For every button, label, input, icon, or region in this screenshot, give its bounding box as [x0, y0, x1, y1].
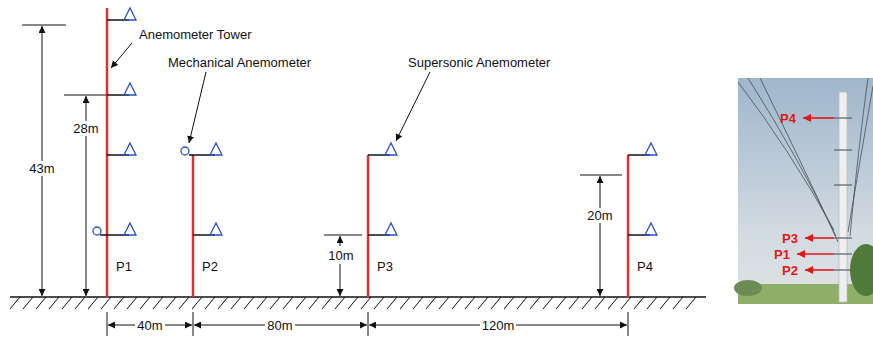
position-label: P2	[200, 259, 220, 274]
photo-tree	[734, 280, 762, 296]
dimension-tick	[324, 235, 362, 236]
anemometer-tower	[106, 8, 109, 297]
photo-pointers	[797, 118, 834, 270]
dimension-label: 40m	[135, 318, 164, 333]
ground	[10, 297, 706, 309]
arm	[189, 154, 193, 156]
arm	[100, 234, 107, 236]
dimension-line	[600, 176, 601, 296]
photo-tree	[850, 244, 873, 296]
mechanical-anemometer	[93, 227, 101, 235]
position-label: P3	[375, 259, 395, 274]
dimension-tick	[22, 25, 66, 26]
power-line	[850, 78, 868, 236]
supersonic-anemometer	[124, 8, 136, 20]
sensor-arm	[834, 184, 852, 185]
supersonic-anemometer	[210, 143, 222, 155]
leader-line	[396, 72, 430, 141]
photo-label: P2	[781, 263, 799, 278]
dimension-line	[340, 264, 341, 296]
arms	[100, 20, 650, 235]
supersonic-anemometer	[124, 83, 136, 95]
callout-text: Anemometer Tower	[137, 27, 253, 42]
power-lines	[738, 78, 873, 242]
photo-label: P3	[781, 231, 799, 246]
supersonic-anemometer	[124, 223, 136, 235]
sensor-arm	[834, 253, 852, 254]
dimension-line	[340, 236, 341, 246]
dimension-label: 10m	[326, 248, 355, 263]
site-photo	[734, 78, 873, 304]
supersonic-anemometer	[124, 143, 136, 155]
pointer-arrow	[805, 237, 834, 239]
supersonic-anemometer	[385, 223, 397, 235]
power-line	[748, 78, 836, 236]
power-line	[738, 82, 834, 230]
supersonic-anemometer	[645, 143, 657, 155]
power-line	[760, 78, 838, 242]
dimension-label: 43m	[27, 161, 56, 176]
mast	[627, 155, 630, 297]
leaders	[111, 43, 430, 143]
mechanical-anemometers	[93, 147, 189, 235]
callout-text: Supersonic Anemometer	[406, 55, 552, 70]
dimension-label: 120m	[480, 318, 517, 333]
photo-sensors	[834, 118, 852, 270]
pointer-arrow	[805, 269, 834, 271]
towers	[107, 8, 628, 297]
position-label: P4	[635, 259, 655, 274]
height-dimensions	[22, 25, 622, 296]
spacing-dimensions	[107, 312, 628, 336]
dimension-tick	[64, 95, 106, 96]
dimension-label: 28m	[71, 121, 100, 136]
mast	[192, 155, 195, 297]
dimension-tick	[580, 175, 622, 176]
dimension-tick	[368, 312, 369, 336]
dimension-tick	[628, 312, 629, 336]
pointer-arrow	[803, 117, 834, 119]
supersonic-anemometer	[645, 223, 657, 235]
sensor-arm	[834, 269, 852, 270]
dimension-label: 20m	[585, 208, 614, 223]
sensor-arm	[834, 149, 852, 150]
dimension-label: 80m	[265, 318, 294, 333]
photo-label: P1	[773, 247, 791, 262]
callout-text: Mechanical Anemometer	[166, 55, 313, 70]
sensor-arm	[834, 237, 852, 238]
mechanical-anemometer	[181, 147, 189, 155]
dimension-tick	[107, 312, 108, 336]
photo-label: P4	[779, 111, 797, 126]
pointer-arrow	[797, 253, 834, 255]
power-line	[848, 86, 873, 232]
dimension-tick	[193, 312, 194, 336]
leader-line	[189, 72, 206, 143]
supersonic-anemometer	[385, 143, 397, 155]
position-label: P1	[114, 259, 134, 274]
sensor-arm	[834, 117, 852, 118]
supersonic-anemometer	[210, 223, 222, 235]
mast	[367, 155, 370, 297]
supersonic-anemometers	[124, 8, 657, 235]
leader-line	[111, 43, 132, 68]
ground-hatch	[10, 297, 696, 309]
